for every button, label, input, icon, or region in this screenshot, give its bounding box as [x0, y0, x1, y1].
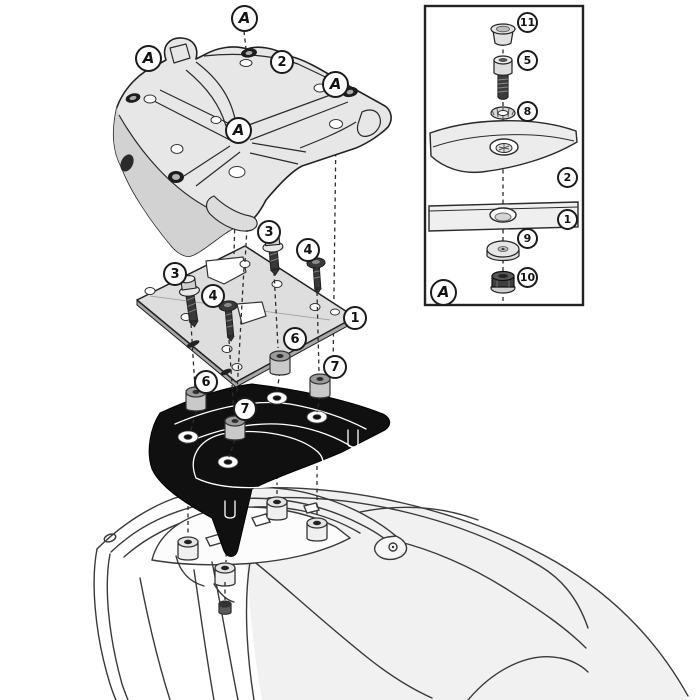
- callout-spacer-7-left: 7: [233, 397, 257, 421]
- inset-callout-1: 1: [557, 209, 578, 230]
- spacer-6-right: [269, 350, 291, 376]
- platform-clip: [250, 513, 272, 527]
- bushing: [177, 536, 199, 561]
- bracket-body: [148, 383, 391, 557]
- scooter-rear-body: [93, 486, 689, 700]
- section-part-1: [428, 201, 579, 232]
- callout-spacer-7-right: 7: [323, 355, 347, 379]
- rail-end-cap: [373, 535, 408, 561]
- inset-callout-9: 9: [517, 228, 538, 249]
- bushing: [266, 496, 288, 521]
- rack-hook: [205, 195, 258, 232]
- callout-screw-4-right: 4: [296, 238, 320, 262]
- bracket-holes: [177, 391, 328, 469]
- spacer-7-right: [309, 373, 331, 399]
- washer-9: [486, 240, 520, 262]
- callout-part-2: 2: [270, 50, 294, 74]
- detail-inset: [423, 4, 585, 307]
- carrier-bracket: [148, 383, 391, 557]
- rack-grommets: [120, 48, 358, 183]
- plate-cutout: [205, 256, 247, 285]
- callout-screw-3-left: 3: [163, 262, 187, 286]
- rack-tab-window: [169, 43, 191, 64]
- small-bolt: [218, 600, 232, 615]
- bushing: [306, 517, 328, 542]
- bracket-hook: [224, 500, 236, 519]
- screw-3-left: [178, 275, 200, 328]
- bushing: [214, 562, 236, 587]
- inset-callout-5: 5: [517, 50, 538, 71]
- inset-callout-2: 2: [557, 167, 578, 188]
- callout-a-right: A: [322, 71, 349, 98]
- platform-clip: [303, 502, 320, 514]
- callout-a-top: A: [231, 5, 258, 32]
- luggage-rack: [112, 37, 392, 257]
- callout-screw-4-center: 4: [201, 284, 225, 308]
- plate-slot: [186, 340, 200, 348]
- inset-detail-label-a: A: [430, 279, 457, 306]
- bracket-hook: [347, 429, 359, 448]
- washer-8: [490, 106, 516, 120]
- callout-part-1: 1: [343, 306, 367, 330]
- plate-cutout: [236, 301, 267, 325]
- rack-handle-slot: [356, 109, 381, 137]
- platform-hole: [103, 533, 117, 543]
- screw-4-center: [218, 300, 238, 342]
- callout-spacer-6-left: 6: [194, 370, 218, 394]
- callout-screw-3-upper: 3: [257, 220, 281, 244]
- seat-shade: [238, 487, 686, 700]
- screw-5: [493, 55, 513, 100]
- callout-a-left: A: [135, 45, 162, 72]
- nut-10: [490, 270, 516, 294]
- rubber-spacers: [185, 350, 331, 441]
- scooter-bushings: [177, 496, 328, 615]
- plate-slot: [220, 368, 232, 376]
- inset-callout-10: 10: [517, 267, 538, 288]
- callout-a-center: A: [225, 117, 252, 144]
- section-part-2: [429, 120, 578, 174]
- inset-callout-11: 11: [517, 12, 538, 33]
- cap-11: [490, 23, 516, 46]
- inset-callout-8: 8: [517, 101, 538, 122]
- callout-spacer-6-right: 6: [283, 327, 307, 351]
